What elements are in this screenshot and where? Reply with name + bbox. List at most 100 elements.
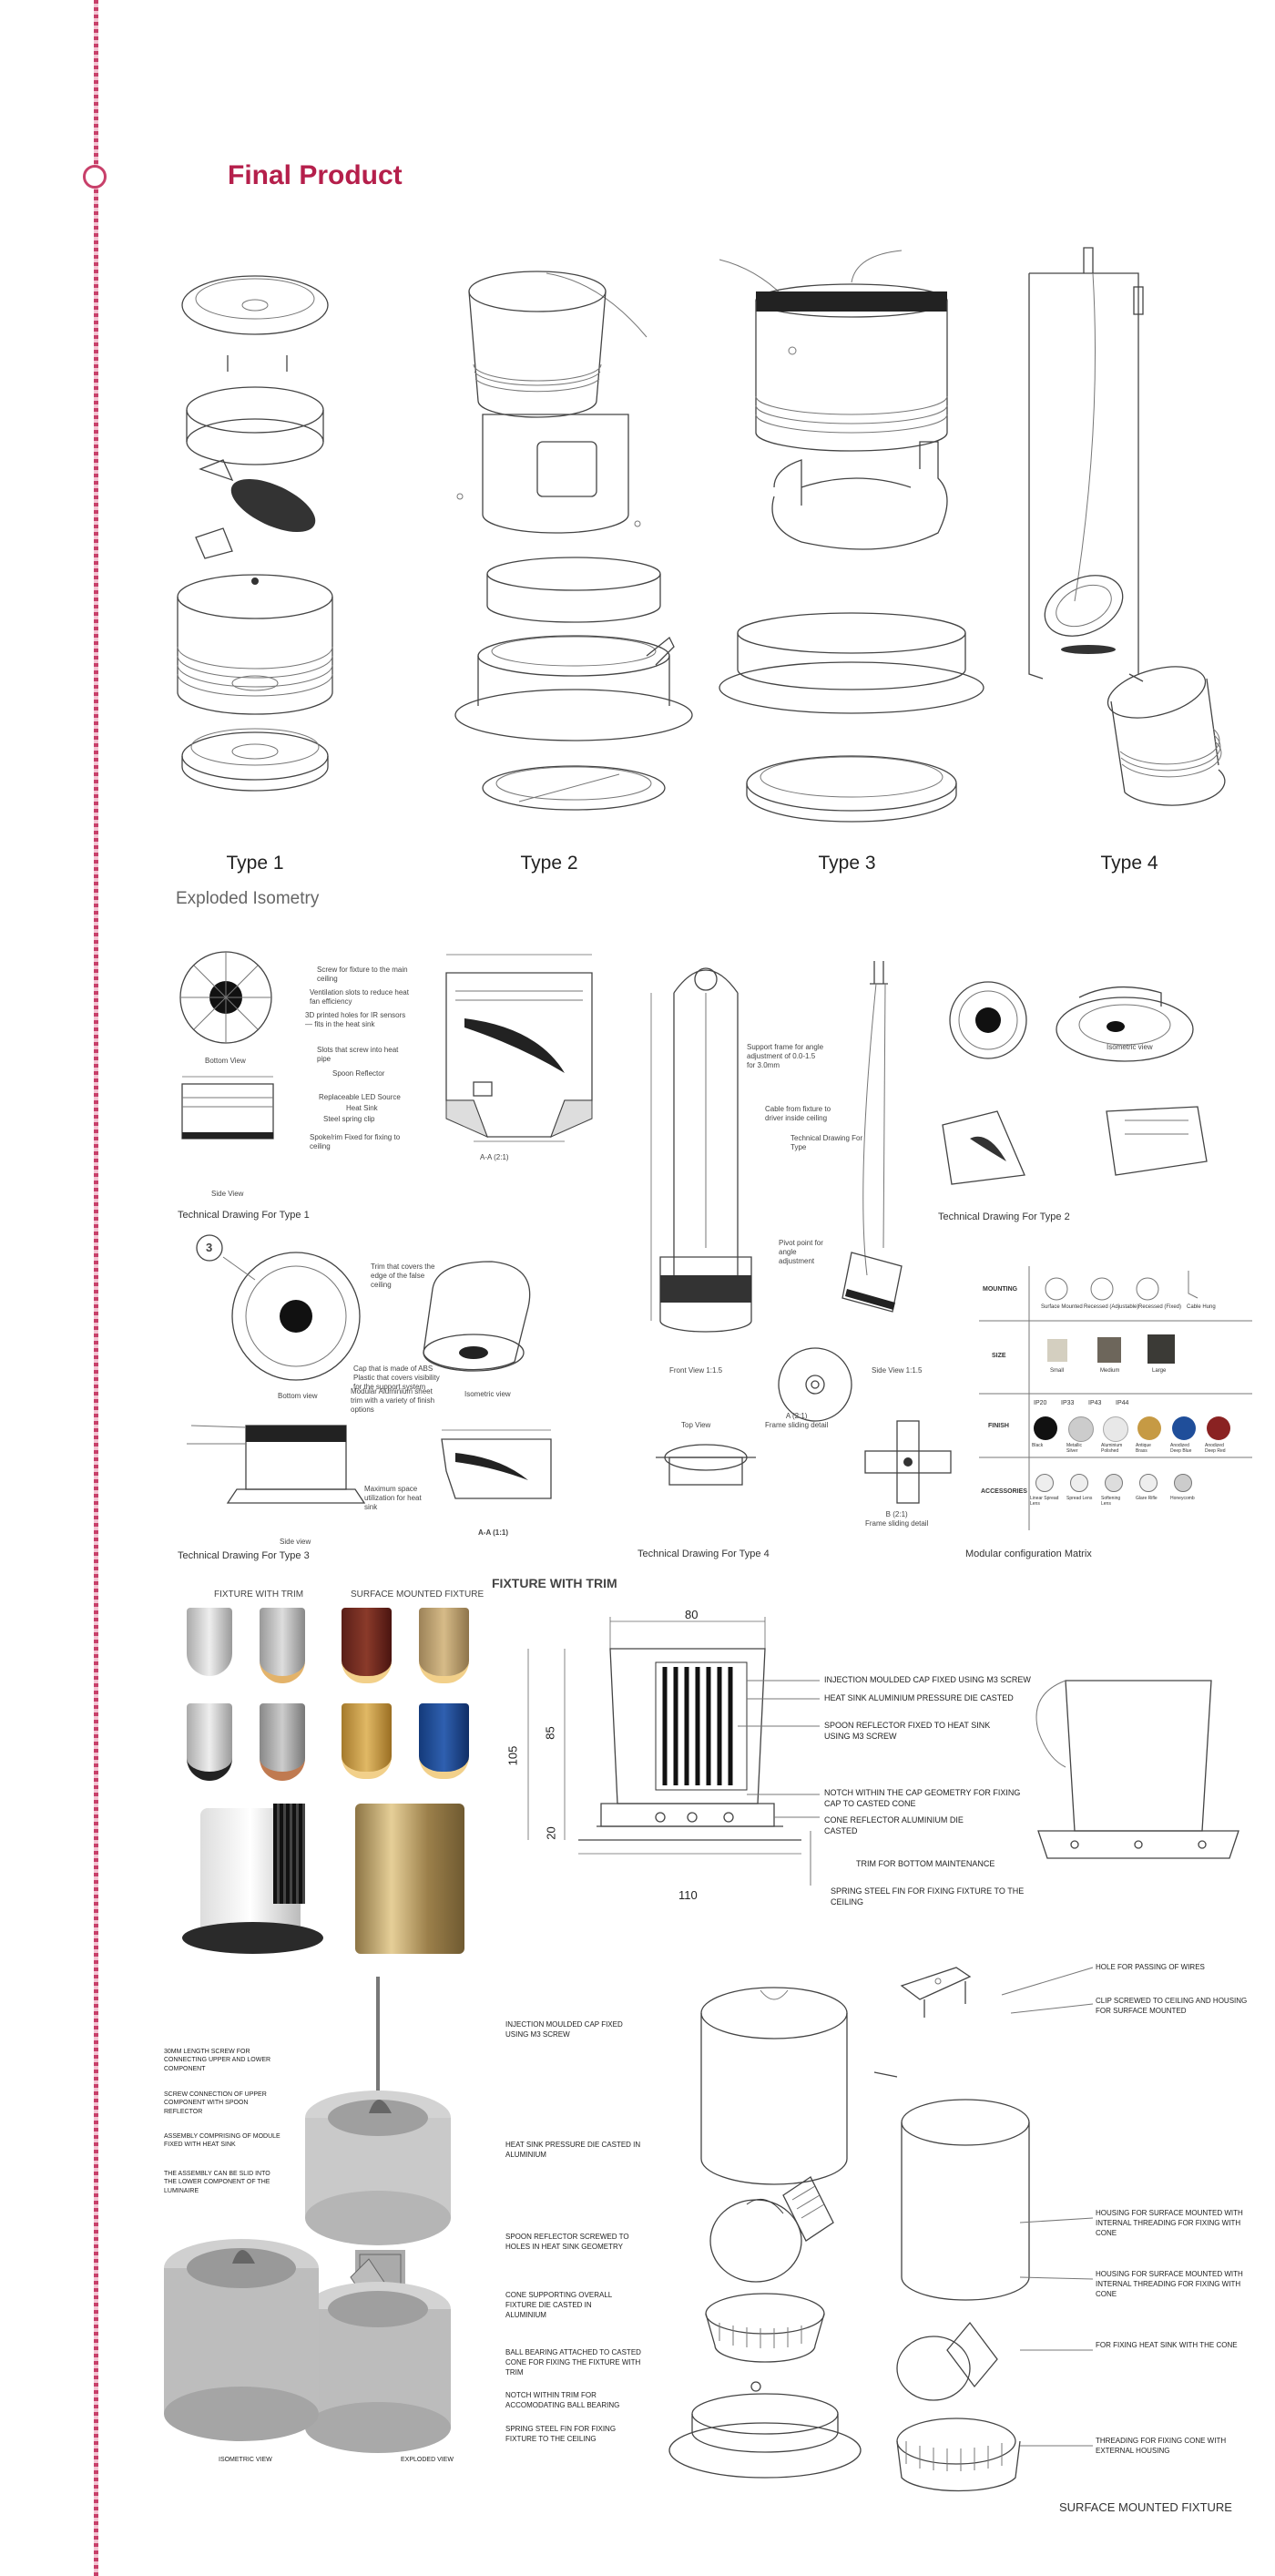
finish-brass (1137, 1416, 1161, 1440)
t4-note-1: Cable from fixture to driver inside ceil… (765, 1105, 831, 1122)
ip-0: IP20 (1034, 1400, 1047, 1406)
assembly-gray-renders (164, 1977, 451, 2453)
center-label-6: SPRING STEEL FIN FOR FIXING FIXTURE TO T… (505, 2425, 617, 2443)
center-label-4: BALL BEARING ATTACHED TO CASTED CONE FOR… (505, 2348, 641, 2377)
type4-exploded-drawing (1028, 247, 1226, 806)
trim-label-4: CONE REFLECTOR ALUMINIUM DIE CASTED (824, 1815, 964, 1836)
t3-note-0: Trim that covers the edge of the false c… (371, 1262, 435, 1289)
acc-0: Linear Spread Lens (1030, 1496, 1059, 1507)
accessory-icons (1035, 1474, 1245, 1501)
trim-label-0: INJECTION MOULDED CAP FIXED USING M3 SCR… (824, 1675, 1031, 1684)
left-label-3: THE ASSEMBLY CAN BE SLID INTO THE LOWER … (164, 2171, 270, 2194)
type4-front-view-drawing (650, 961, 903, 1333)
surface-mounted-small-label: SURFACE MOUNTED FIXTURE (351, 1590, 484, 1600)
mount-2: Recessed (Fixed) (1138, 1304, 1182, 1310)
left-label-1: SCREW CONNECTION OF UPPER COMPONENT WITH… (164, 2091, 267, 2115)
matrix-row-mounting: MOUNTING (983, 1286, 1018, 1293)
acc-4: Honeycomb (1170, 1496, 1195, 1501)
finish-silver (1068, 1416, 1094, 1442)
type2-drawings (942, 981, 1208, 1185)
right-label-1: CLIP SCREWED TO CEILING AND HOUSING FOR … (1096, 1997, 1248, 2015)
t3-note-3: Maximum space utilization for heat sink (364, 1485, 422, 1511)
render-deep-blue (419, 1703, 469, 1779)
t4-note-2: Technical Drawing For Type (790, 1134, 863, 1151)
type4-frame-details (656, 1347, 952, 1504)
t1-note-1: Ventilation slots to reduce heat fan eff… (310, 988, 409, 1006)
t4-frame-b-label: B (2:1) Frame sliding detail (865, 1510, 929, 1528)
isometric-view-caption: ISOMETRIC VIEW (219, 2457, 272, 2463)
t1-side-view-label: Side View (211, 1190, 244, 1198)
t3-note-2: Modular Aluminium sheet trim with a vari… (351, 1387, 435, 1414)
type1-section-drawing (445, 954, 593, 1142)
render-deep-red (342, 1608, 392, 1683)
size-2: Large (1152, 1368, 1167, 1374)
acc-3: Glare Rifle (1136, 1496, 1158, 1501)
finish-0: Black (1032, 1443, 1044, 1448)
t3-aa11-label: A-A (1:1) (478, 1528, 509, 1537)
center-label-2: SPOON REFLECTOR SCREWED TO HOLES IN HEAT… (505, 2233, 629, 2251)
right-label-0: HOLE FOR PASSING OF WIRES (1096, 1963, 1205, 1971)
type-label-1: Type 1 (226, 853, 284, 874)
type2-exploded-drawing (454, 271, 693, 811)
ip-1: IP33 (1061, 1400, 1075, 1406)
finish-black (1034, 1416, 1057, 1440)
render-gold (342, 1703, 392, 1779)
type3-drawings (187, 1234, 552, 1504)
render-large-trim-ring (182, 1922, 323, 1954)
finish-red (1207, 1416, 1230, 1440)
t1-note-3: Slots that screw into heat pipe (317, 1046, 399, 1063)
t3-note-1: Cap that is made of ABS Plastic that cov… (353, 1365, 440, 1391)
trim-label-3: NOTCH WITHIN THE CAP GEOMETRY FOR FIXING… (824, 1788, 1021, 1809)
type-label-4: Type 4 (1100, 853, 1158, 874)
t1-bottom-view-label: Bottom View (205, 1057, 246, 1065)
center-label-3: CONE SUPPORTING OVERALL FIXTURE DIE CAST… (505, 2291, 612, 2319)
right-label-4: FOR FIXING HEAT SINK WITH THE CONE (1096, 2341, 1238, 2349)
type3-exploded-drawing (719, 250, 984, 823)
left-label-2: ASSEMBLY COMPRISING OF MODULE FIXED WITH… (164, 2133, 280, 2149)
mount-0: Surface Mounted (1041, 1304, 1083, 1310)
t4-front-view-label: Front View 1:1.5 (669, 1366, 723, 1375)
center-exploded-line-drawing (668, 1987, 862, 2479)
size-1: Medium (1100, 1368, 1120, 1374)
finish-5: Anodized Deep Red (1205, 1443, 1226, 1454)
render-silver-2 (260, 1608, 305, 1683)
right-label-3: HOUSING FOR SURFACE MOUNTED WITH INTERNA… (1096, 2270, 1243, 2298)
ip-2: IP43 (1088, 1400, 1102, 1406)
tech-caption-type3: Technical Drawing For Type 3 (178, 1550, 310, 1561)
finish-polished (1103, 1416, 1128, 1442)
surface-mounted-line-drawing (873, 1967, 1030, 2492)
t3-isometric-label: Isometric view (464, 1390, 511, 1398)
configuration-matrix: MOUNTING SIZE FINISH ACCESSORIES Surface… (979, 1266, 1252, 1530)
finish-1: Metallic Silver (1066, 1443, 1082, 1454)
fixture-trim-side-sketch (1035, 1680, 1239, 1859)
size-0: Small (1050, 1368, 1065, 1374)
type1-bottom-view-drawing (179, 951, 274, 1140)
trim-label-6: SPRING STEEL FIN FOR FIXING FIXTURE TO T… (831, 1886, 1025, 1907)
timeline-rail (94, 0, 98, 2576)
finish-2: Aluminium Polished (1101, 1443, 1123, 1454)
t4-note-0: Support frame for angle adjustment of 0.… (747, 1043, 824, 1069)
render-grid (173, 1608, 483, 1963)
render-large-brass (355, 1804, 464, 1954)
acc-2: Softening Lens (1101, 1496, 1121, 1507)
fixture-trim-dimensioned-section (527, 1617, 820, 1886)
t1-note-7: Steel spring clip (323, 1115, 375, 1123)
dim-height-85: 85 (543, 1726, 557, 1740)
tech-caption-type2: Technical Drawing For Type 2 (938, 1211, 1070, 1222)
finish-4: Anodized Deep Blue (1170, 1443, 1192, 1454)
t4-top-view-label: Top View (681, 1421, 711, 1429)
exploded-view-caption: EXPLODED VIEW (401, 2457, 454, 2463)
finish-blue (1172, 1416, 1196, 1440)
render-black-trim (187, 1703, 232, 1781)
ip-3: IP44 (1116, 1400, 1129, 1406)
t1-note-8: Spoke/rim Fixed for fixing to ceiling (310, 1133, 401, 1150)
dim-top-80: 80 (685, 1608, 699, 1621)
tech-caption-matrix: Modular configuration Matrix (965, 1549, 1092, 1559)
right-label-5: THREADING FOR FIXING CONE WITH EXTERNAL … (1096, 2437, 1227, 2455)
acc-1: Spread Lens (1066, 1496, 1093, 1501)
dim-bottom-110: 110 (678, 1888, 698, 1902)
t1-note-2: 3D printed holes for IR sensors — fits i… (305, 1011, 406, 1028)
finish-3: Antique Brass (1136, 1443, 1151, 1454)
center-label-0: INJECTION MOULDED CAP FIXED USING M3 SCR… (505, 2020, 623, 2039)
t4-side-view-label: Side View 1:1.5 (872, 1366, 923, 1375)
